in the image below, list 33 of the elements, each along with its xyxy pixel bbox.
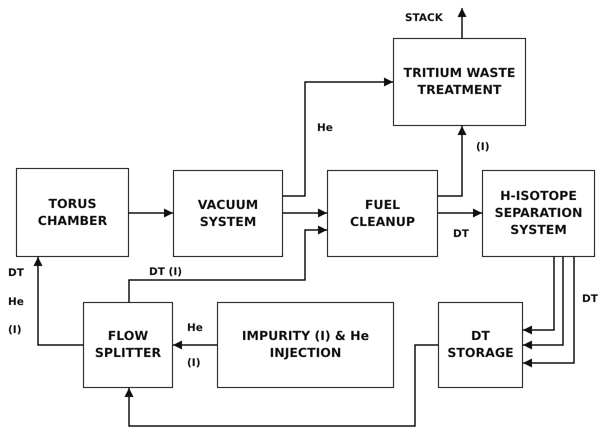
process-box <box>16 168 129 257</box>
box-label: VACUUM SYSTEM <box>196 196 260 230</box>
flow-arrow <box>283 208 327 218</box>
process-box <box>83 302 173 388</box>
box-label: TRITIUM WASTE TREATMENT <box>402 65 516 99</box>
box-label: FUEL CLEANUP <box>348 196 416 230</box>
flow-arrow <box>523 257 564 350</box>
box-label: FLOW SPLITTER <box>94 328 162 362</box>
box-label: DT STORAGE <box>446 328 515 362</box>
stream-label: (I) <box>7 324 23 337</box>
flow-arrow <box>283 78 393 197</box>
stream-label: (I) <box>186 357 202 370</box>
process-box <box>327 170 438 257</box>
flow-arrow <box>129 208 173 218</box>
flow-arrow <box>438 126 466 197</box>
box-label: IMPURITY (I) & He INJECTION <box>240 328 370 362</box>
flow-arrow <box>128 226 327 302</box>
flow-arrow <box>523 257 575 368</box>
flow-arrow <box>124 344 438 427</box>
process-box <box>482 170 595 257</box>
flow-arrow <box>173 340 217 350</box>
flow-arrow <box>34 257 83 346</box>
process-box <box>217 302 394 388</box>
flow-arrow <box>438 208 482 218</box>
flow-arrow <box>523 257 555 334</box>
box-label: TORUS CHAMBER <box>36 196 108 230</box>
edge-label: DT (I) <box>148 266 184 279</box>
process-box <box>173 170 283 257</box>
process-box <box>393 38 526 126</box>
process-box <box>438 302 523 388</box>
box-label: H-ISOTOPE SEPARATION SYSTEM <box>494 188 584 239</box>
flow-arrow <box>458 8 466 38</box>
edge-label: (I) <box>475 141 491 154</box>
